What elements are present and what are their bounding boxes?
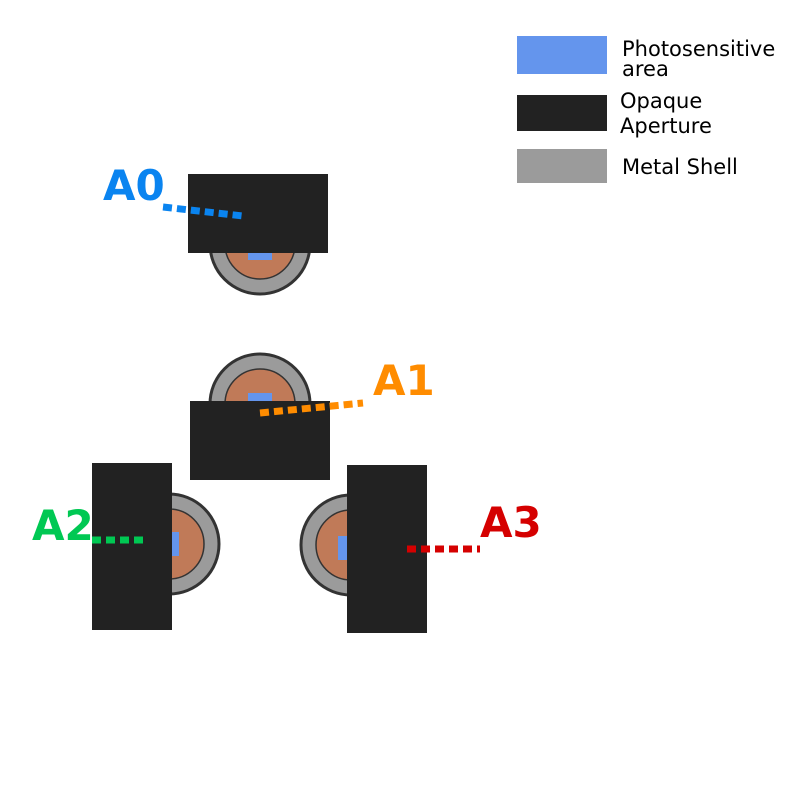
- opaque-aperture: [190, 401, 330, 480]
- legend-label-metal-shell: Metal Shell: [622, 155, 738, 179]
- opaque-aperture: [92, 463, 172, 630]
- photosensitive-area: [248, 393, 272, 402]
- legend-label-photosensitive-2: area: [622, 57, 669, 81]
- sensor-a1: A1: [190, 352, 435, 480]
- sensor-a3: A3: [299, 465, 542, 633]
- legend-label-aperture-1: Opaque: [620, 89, 702, 113]
- sensor-a2: A2: [32, 463, 221, 630]
- label-a0: A0: [103, 161, 165, 210]
- sensor-a0: A0: [103, 161, 328, 296]
- pointer-a1: [259, 399, 364, 417]
- photosensitive-area: [248, 251, 272, 260]
- legend: Photosensitive area Opaque Aperture Meta…: [517, 36, 775, 183]
- label-a1: A1: [373, 356, 435, 405]
- legend-swatch-aperture: [517, 95, 607, 131]
- legend-swatch-metal-shell: [517, 149, 607, 183]
- label-a2: A2: [32, 501, 94, 550]
- legend-swatch-photosensitive: [517, 36, 607, 74]
- photosensitive-area: [338, 536, 347, 560]
- photosensitive-area: [170, 532, 179, 556]
- legend-label-aperture-2: Aperture: [620, 114, 712, 138]
- legend-label-photosensitive-1: Photosensitive: [622, 37, 775, 61]
- label-a3: A3: [480, 498, 542, 547]
